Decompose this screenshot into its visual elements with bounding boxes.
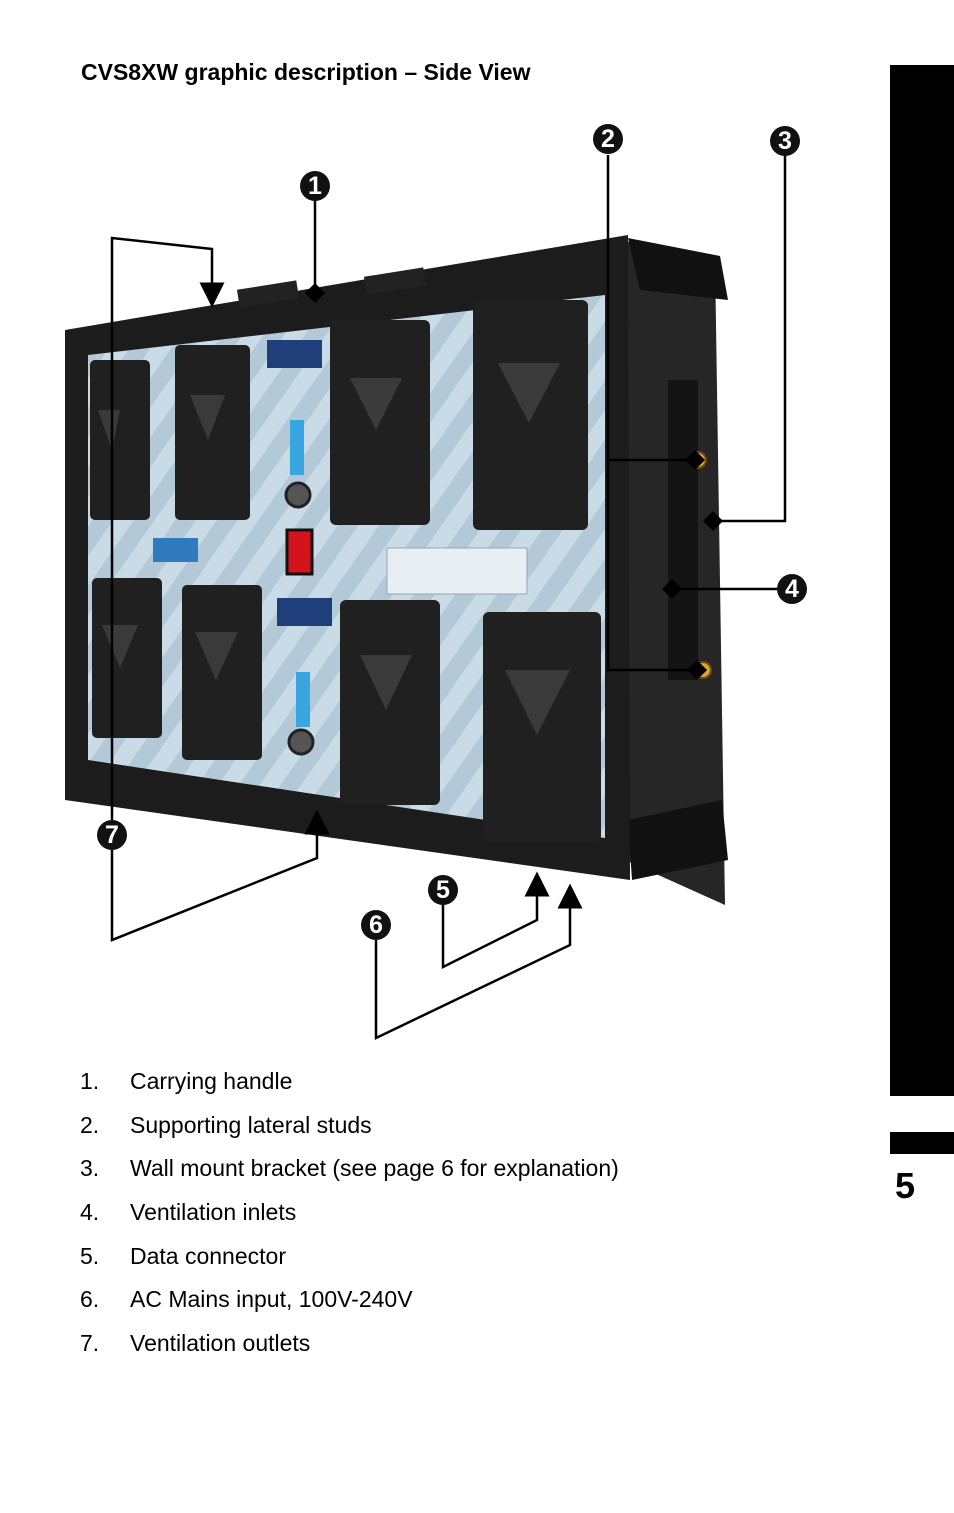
- legend-item: 5. Data connector: [80, 1234, 619, 1278]
- power-switch: [285, 528, 314, 576]
- legend-number: 2.: [80, 1111, 100, 1138]
- legend-item: 3. Wall mount bracket (see page 6 for exp…: [80, 1147, 619, 1191]
- legend-item: 2. Supporting lateral studs: [80, 1104, 619, 1148]
- lateral-stud-bottom: [694, 661, 712, 679]
- charger-illustration: [65, 155, 787, 1040]
- legend-number: 4.: [80, 1199, 100, 1226]
- callout-4: 4: [777, 574, 807, 604]
- legend-number: 7.: [80, 1329, 100, 1356]
- legend-list: 1. Carrying handle 2. Supporting lateral s…: [80, 1060, 619, 1365]
- legend-text: Carrying handle: [130, 1068, 293, 1095]
- legend-item: 7. Ventilation outlets: [80, 1322, 619, 1366]
- carrying-handle: [236, 280, 300, 308]
- legend-number: 5.: [80, 1242, 100, 1269]
- legend-text: AC Mains input, 100V-240V: [130, 1286, 413, 1313]
- callout-1: 1: [300, 171, 330, 201]
- legend-number: 3.: [80, 1155, 100, 1182]
- legend-number: 6.: [80, 1286, 100, 1313]
- page-number: 5: [894, 1165, 916, 1206]
- legend-item: 4. Ventilation inlets: [80, 1191, 619, 1235]
- callout-5: 5: [428, 875, 458, 905]
- battery-plates-bottom: [92, 578, 601, 842]
- legend-text: Ventilation outlets: [130, 1329, 311, 1356]
- legend-item: 6. AC Mains input, 100V-240V: [80, 1278, 619, 1322]
- chapter-tab-bar: [890, 65, 954, 1096]
- legend-text: Ventilation inlets: [130, 1199, 297, 1226]
- legend-text: Data connector: [130, 1242, 286, 1269]
- battery-plates-top: [90, 300, 588, 530]
- legend-number: 1.: [80, 1068, 100, 1095]
- legend-text: Supporting lateral studs: [130, 1111, 372, 1138]
- legend-text: Wall mount bracket (see page 6 for expla…: [130, 1155, 619, 1182]
- callout-7: 7: [97, 820, 127, 850]
- display-top: [267, 340, 322, 368]
- page-number-bar: [890, 1132, 954, 1154]
- legend-item: 1. Carrying handle: [80, 1060, 619, 1104]
- callout-2: 2: [593, 124, 623, 154]
- product-figure: 1 2 3 4 5 6 7: [0, 100, 890, 1050]
- page-title: CVS8XW graphic description – Side View: [81, 59, 531, 85]
- callout-6: 6: [361, 910, 391, 940]
- display-bottom: [277, 598, 332, 626]
- callout-3: 3: [770, 126, 800, 156]
